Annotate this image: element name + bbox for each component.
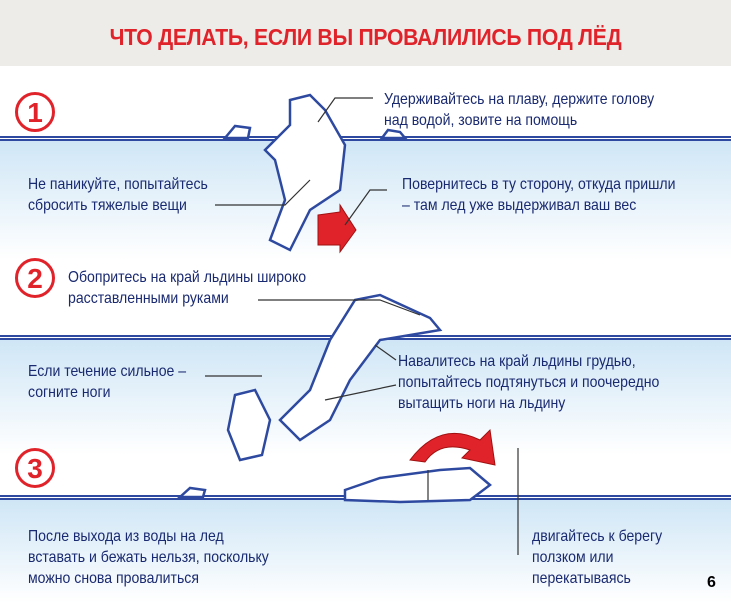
instruction-text: вставать и бежать нельзя, поскольку <box>28 549 269 566</box>
instruction-text: Не паникуйте, попытайтесь <box>28 176 208 193</box>
water-1 <box>0 140 731 260</box>
water-3 <box>0 500 731 603</box>
ice-chunk <box>176 486 207 499</box>
step-number-3: 3 <box>15 448 55 488</box>
instruction-text: перекатываясь <box>532 570 631 587</box>
instruction-text: согните ноги <box>28 384 111 401</box>
instruction-text: сбросить тяжелые вещи <box>28 197 187 214</box>
instruction-text: попытайтесь подтянуться и поочередно <box>398 374 660 391</box>
instruction-text: – там лед уже выдерживал ваш вес <box>402 197 637 214</box>
instruction-text: Навалитесь на край льдины грудью, <box>398 353 636 370</box>
instruction-text: После выхода из воды на лед <box>28 528 224 545</box>
ice-chunk <box>222 124 252 140</box>
instruction-text: расставленными руками <box>68 290 229 307</box>
instruction-text: ползком или <box>532 549 614 566</box>
instruction-text: Повернитесь в ту сторону, откуда пришли <box>402 176 676 193</box>
instruction-text: можно снова провалиться <box>28 570 199 587</box>
header-band <box>0 0 731 66</box>
instruction-text: Удерживайтесь на плаву, держите голову <box>384 91 655 108</box>
step-number-1: 1 <box>15 92 55 132</box>
turn-arrow-icon <box>317 203 357 254</box>
roll-arrow-icon <box>409 428 496 466</box>
person-figure-1 <box>263 93 347 252</box>
person-figure-3 <box>343 466 493 504</box>
instruction-text: Обопритесь на край льдины широко <box>68 269 307 286</box>
instruction-text: Если течение сильное – <box>28 363 187 380</box>
person-figure-2 <box>278 293 443 442</box>
page-title: ЧТО ДЕЛАТЬ, ЕСЛИ ВЫ ПРОВАЛИЛИСЬ ПОД ЛЁД <box>109 24 622 50</box>
step-number-2: 2 <box>15 258 55 298</box>
ice-line-1 <box>0 136 731 141</box>
backpack <box>226 388 272 462</box>
instruction-text: над водой, зовите на помощь <box>384 112 578 129</box>
instruction-text: двигайтесь к берегу <box>532 528 663 545</box>
ice-chunk <box>379 128 408 140</box>
page-number: 6 <box>707 574 716 591</box>
instruction-text: вытащить ноги на льдину <box>398 395 566 412</box>
